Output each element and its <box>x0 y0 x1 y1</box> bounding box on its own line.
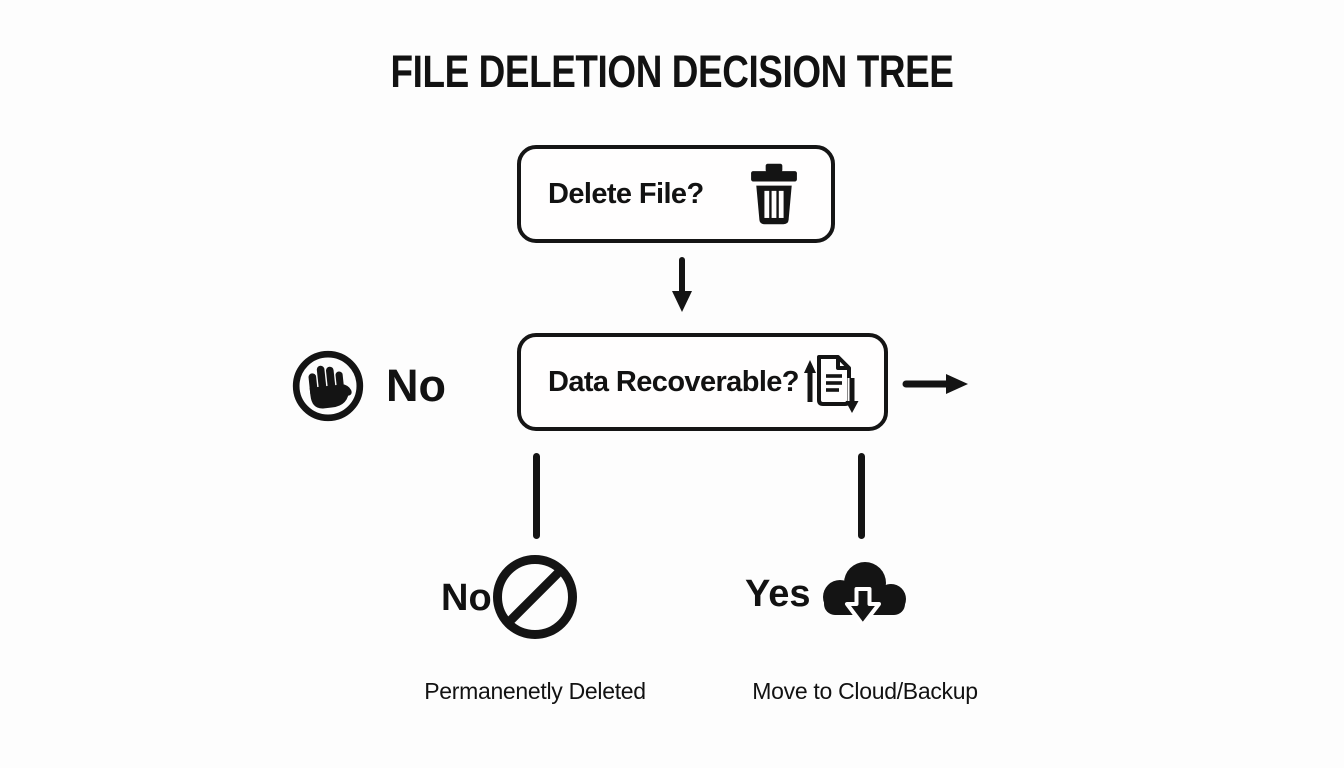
cloud-download-icon <box>814 553 910 637</box>
node-data-recoverable-label: Data Recoverable? <box>548 365 800 398</box>
arrow-down-icon <box>668 256 696 314</box>
outcome-move-to-cloud: Move to Cloud/Backup <box>752 678 978 704</box>
node-delete-file-label: Delete File? <box>548 177 704 210</box>
connector-line-no <box>533 453 540 539</box>
document-recovery-icon <box>802 350 860 414</box>
trash-icon <box>749 163 799 225</box>
node-delete-file: Delete File? <box>517 145 835 243</box>
branch-label-no: No <box>441 577 492 619</box>
branch-label-yes: Yes <box>745 573 811 615</box>
connector-line-yes <box>858 453 865 539</box>
outcome-permanently-deleted: Permanenetly Deleted <box>424 678 646 704</box>
prohibition-icon <box>489 551 581 643</box>
branch-label-stop-no: No <box>386 360 446 411</box>
stop-hand-icon <box>290 348 366 424</box>
node-data-recoverable: Data Recoverable? <box>517 333 888 431</box>
page-title: FILE DELETION DECISION TREE <box>390 46 954 97</box>
arrow-right-icon <box>902 371 972 397</box>
